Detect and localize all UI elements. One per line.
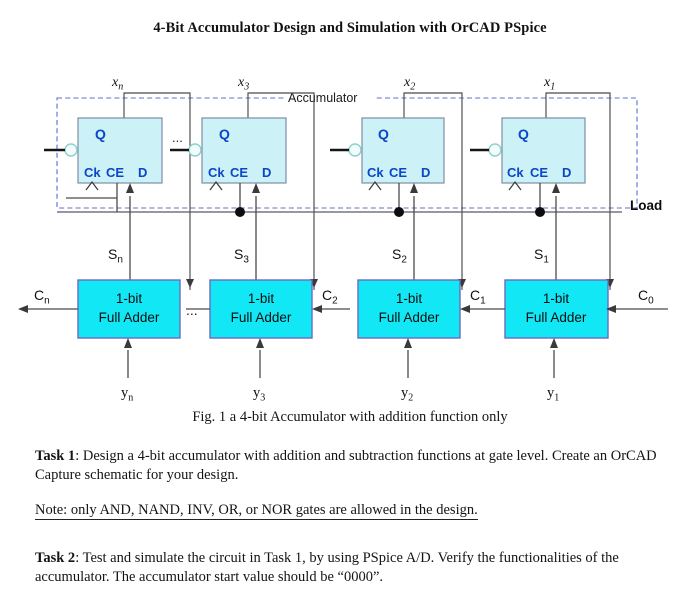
adder-3-sum-label: S3 — [234, 246, 249, 266]
ff-2-d-label: D — [421, 165, 430, 180]
adder-row-ellipsis: ... — [186, 302, 198, 318]
ff-1-ck-label: Ck — [507, 165, 524, 180]
note-block: Note: only AND, NAND, INV, OR, or NOR ga… — [35, 501, 675, 520]
carry-2-label: C2 — [322, 287, 338, 307]
ff-n-x-label: xn — [111, 75, 123, 93]
input-y-n-label: yn — [121, 385, 133, 404]
task-2-block: Task 2: Test and simulate the circuit in… — [35, 549, 675, 587]
flipflop-1[interactable]: Q Ck CE D — [470, 117, 586, 191]
ff-2-inverting-bubble-icon — [348, 143, 362, 157]
task-1-block: Task 1: Design a 4-bit accumulator with … — [35, 447, 675, 485]
ff-3-inverting-bubble-icon — [188, 143, 202, 157]
carry-0-label: C0 — [638, 287, 654, 307]
flipflop-2[interactable]: Q Ck CE D — [330, 117, 445, 191]
ff-3-ck-label: Ck — [208, 165, 225, 180]
load-label: Load — [630, 198, 662, 213]
ff-n-d-label: D — [138, 165, 147, 180]
ff-2-ck-label: Ck — [367, 165, 384, 180]
adder-n-line2: Full Adder — [99, 310, 160, 325]
flipflop-3[interactable]: Q Ck CE D ... — [170, 117, 287, 191]
adder-1-sum-label: S1 — [534, 246, 549, 266]
ff-1-inverting-bubble-icon — [488, 143, 502, 157]
adder-n-sum-label: Sn — [108, 246, 123, 266]
adder-2-sum-label: S2 — [392, 246, 407, 266]
task-1-separator: : — [75, 448, 83, 464]
ff-1-ce-label: CE — [530, 165, 548, 180]
input-y-1-label: y1 — [547, 385, 559, 404]
figure-caption: Fig. 1 a 4-bit Accumulator with addition… — [192, 409, 508, 425]
adder-n-line1: 1-bit — [116, 291, 143, 306]
carry-1-label: C1 — [470, 287, 486, 307]
task-1-text: Design a 4-bit accumulator with addition… — [35, 448, 657, 483]
ff-2-q-label: Q — [378, 126, 389, 142]
ff-3-d-label: D — [262, 165, 271, 180]
task-1-label: Task 1 — [35, 448, 76, 464]
page-title: 4-Bit Accumulator Design and Simulation … — [153, 20, 547, 36]
adder-1-line1: 1-bit — [543, 291, 570, 306]
adder-2-line1: 1-bit — [396, 291, 423, 306]
ff-1-x-label: x1 — [543, 75, 555, 93]
input-y-3-label: y3 — [253, 385, 265, 404]
full-adder-2[interactable]: 1-bit Full Adder — [357, 279, 461, 339]
adder-2-line2: Full Adder — [379, 310, 440, 325]
ff-3-x-label: x3 — [237, 75, 249, 93]
ff-2-ce-label: CE — [389, 165, 407, 180]
task-2-separator: : — [75, 550, 83, 566]
adder-3-line1: 1-bit — [248, 291, 275, 306]
ff-3-q-label: Q — [219, 126, 230, 142]
ff-1-q-label: Q — [518, 126, 529, 142]
ff-n-ce-label: CE — [106, 165, 124, 180]
ff-2-x-label: x2 — [403, 75, 415, 93]
ff-n-ck-label: Ck — [84, 165, 101, 180]
ff-n-q-label: Q — [95, 126, 106, 142]
note-text: Note: only AND, NAND, INV, OR, or NOR ga… — [35, 502, 478, 520]
full-adder-n[interactable]: 1-bit Full Adder — [77, 279, 181, 339]
full-adder-1[interactable]: 1-bit Full Adder — [504, 279, 609, 339]
accumulator-group-label: Accumulator — [288, 91, 357, 105]
ff-1-d-label: D — [562, 165, 571, 180]
load-bus-junction-dots — [235, 207, 545, 217]
figure-accumulator-diagram: Accumulator xn x3 x2 x1 — [0, 60, 700, 410]
input-y-2-label: y2 — [401, 385, 413, 404]
ff-3-ce-label: CE — [230, 165, 248, 180]
adder-1-line2: Full Adder — [526, 310, 587, 325]
carry-n-label: Cn — [34, 287, 50, 307]
full-adder-3[interactable]: 1-bit Full Adder — [209, 279, 313, 339]
task-2-label: Task 2 — [35, 550, 76, 566]
task-2-text: Test and simulate the circuit in Task 1,… — [35, 550, 619, 585]
flipflop-n[interactable]: Q Ck CE D — [44, 117, 163, 191]
ff-n-inverting-bubble-icon — [64, 143, 78, 157]
adder-3-line2: Full Adder — [231, 310, 292, 325]
flipflop-row-ellipsis: ... — [172, 130, 183, 145]
